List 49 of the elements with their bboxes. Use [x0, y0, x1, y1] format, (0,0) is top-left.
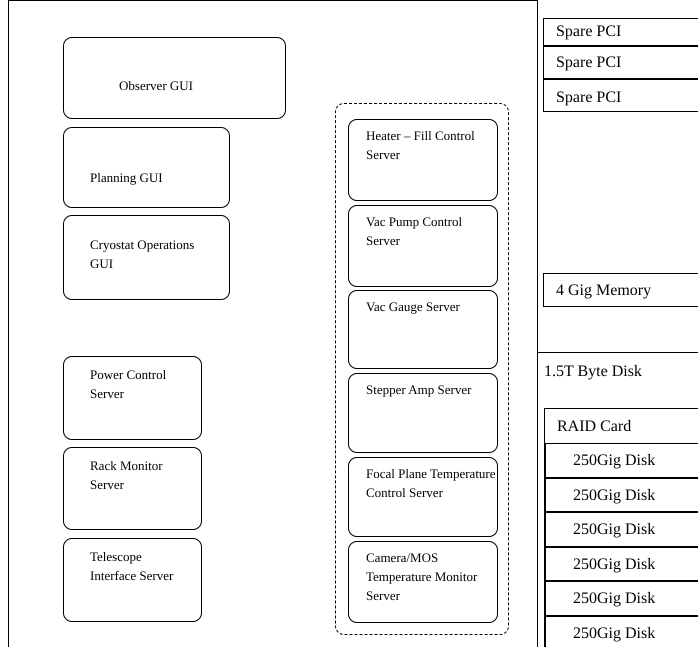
hardware-box — [544, 408, 698, 647]
box-label: Stepper Amp Server — [366, 381, 472, 399]
process-box — [348, 373, 498, 453]
hardware-box — [545, 581, 698, 616]
box-label: Focal Plane Temperature Control Server — [366, 465, 496, 502]
hardware-box — [537, 352, 698, 647]
hardware-box — [545, 616, 698, 647]
box-label: Power Control Server — [90, 366, 168, 403]
hardware-box — [543, 79, 698, 112]
process-box — [63, 215, 230, 300]
hardware-box — [545, 546, 698, 581]
box-label: 250Gig Disk — [573, 486, 656, 506]
box-label: 250Gig Disk — [573, 589, 656, 609]
hardware-box — [545, 512, 698, 546]
box-label: 250Gig Disk — [573, 554, 656, 574]
process-box — [348, 119, 498, 201]
box-label: 4 Gig Memory — [556, 281, 652, 301]
box-label: Cryostat Operations GUI — [90, 236, 196, 273]
process-box — [63, 356, 202, 440]
box-label: Spare PCI — [556, 22, 622, 42]
process-box — [63, 538, 202, 622]
box-label: Telescope Interface Server — [90, 548, 174, 585]
box-label: RAID Card — [557, 417, 632, 437]
process-box — [63, 37, 286, 119]
box-label: 250Gig Disk — [573, 520, 656, 540]
box-label: 250Gig Disk — [573, 451, 656, 471]
box-label: Spare PCI — [556, 53, 622, 73]
box-label: 1.5T Byte Disk — [544, 362, 643, 382]
hardware-box — [543, 46, 698, 79]
box-label: Rack Monitor Server — [90, 457, 164, 494]
hardware-box — [545, 443, 698, 478]
box-label: Vac Gauge Server — [366, 298, 461, 316]
box-label: 250Gig Disk — [573, 624, 656, 644]
box-label: Camera/MOS Temperature Monitor Server — [366, 549, 478, 605]
process-box — [63, 447, 202, 530]
hardware-box — [543, 273, 698, 307]
box-label: Planning GUI — [90, 169, 164, 187]
process-box — [348, 457, 498, 537]
hardware-box — [545, 478, 698, 512]
box-label: Spare PCI — [556, 88, 622, 108]
hardware-box — [543, 18, 698, 46]
dashed-group-box — [335, 103, 509, 635]
box-label: Vac Pump Control Server — [366, 213, 464, 250]
box-label: Observer GUI — [119, 77, 194, 95]
process-box — [63, 127, 230, 208]
process-box — [348, 290, 498, 369]
process-box — [348, 205, 498, 287]
process-box — [348, 541, 498, 623]
box-label: Heater – Fill Control Server — [366, 127, 476, 164]
